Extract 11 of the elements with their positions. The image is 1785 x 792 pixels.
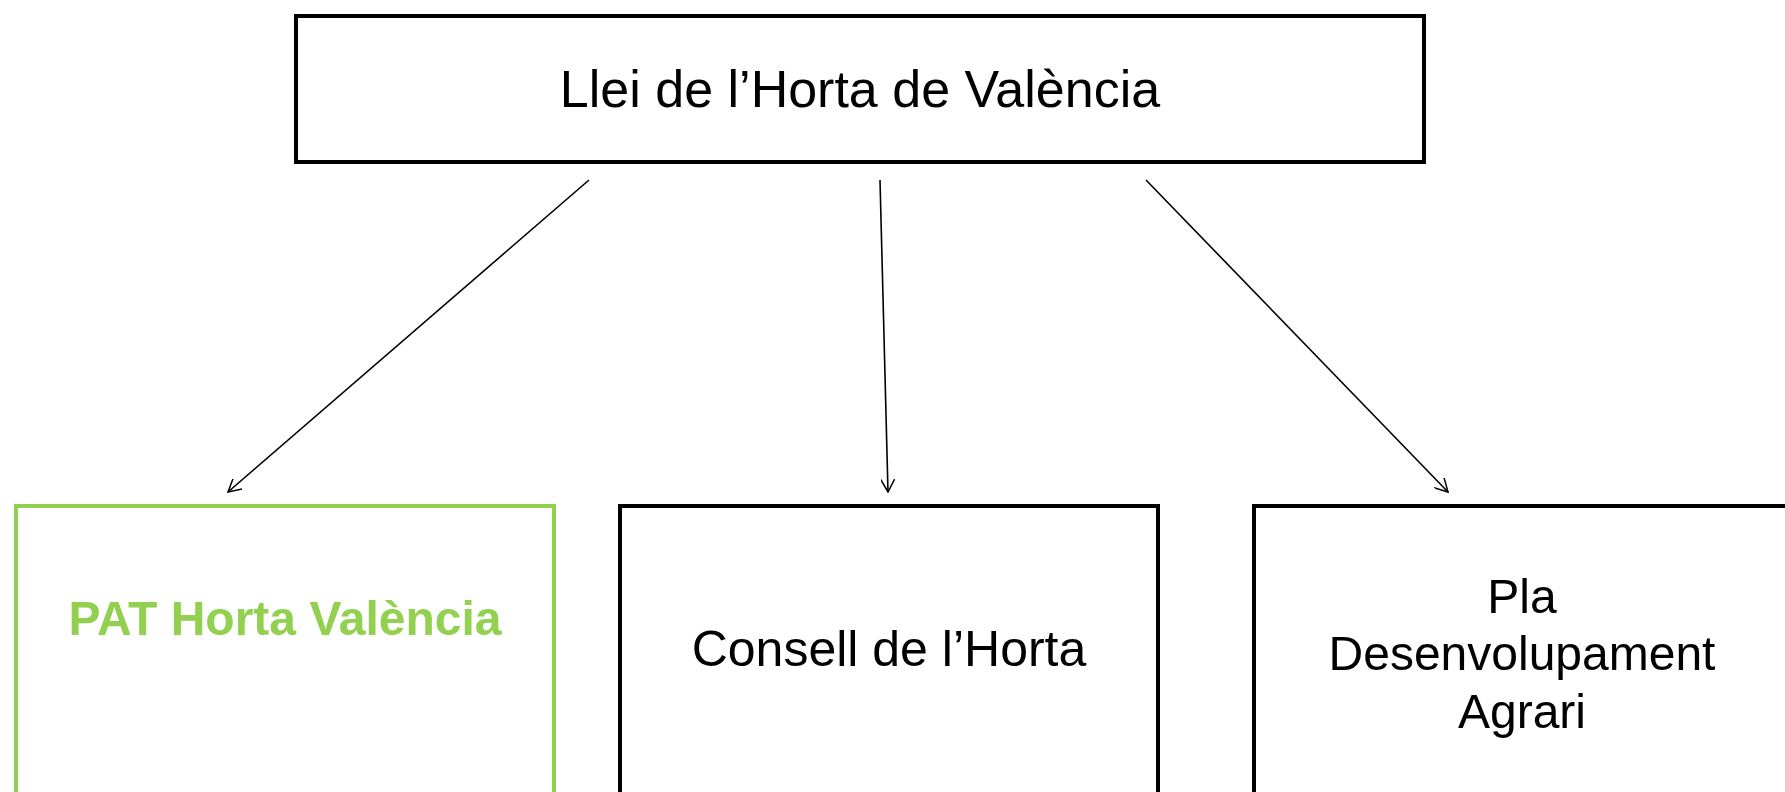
box-label: Consell de l’Horta [691, 620, 1087, 679]
arrow [227, 179, 590, 493]
plan-box [14, 504, 556, 792]
box-label: Llei de l’Horta de València [559, 58, 1161, 120]
box-label: Pla Desenvolupament Agrari [1327, 568, 1717, 740]
title-box [294, 14, 1426, 164]
box-label: PAT Horta València [68, 591, 502, 647]
council-box [618, 504, 1160, 792]
arrow [879, 179, 896, 493]
plan-box [1252, 504, 1785, 792]
arrow [1145, 179, 1449, 493]
